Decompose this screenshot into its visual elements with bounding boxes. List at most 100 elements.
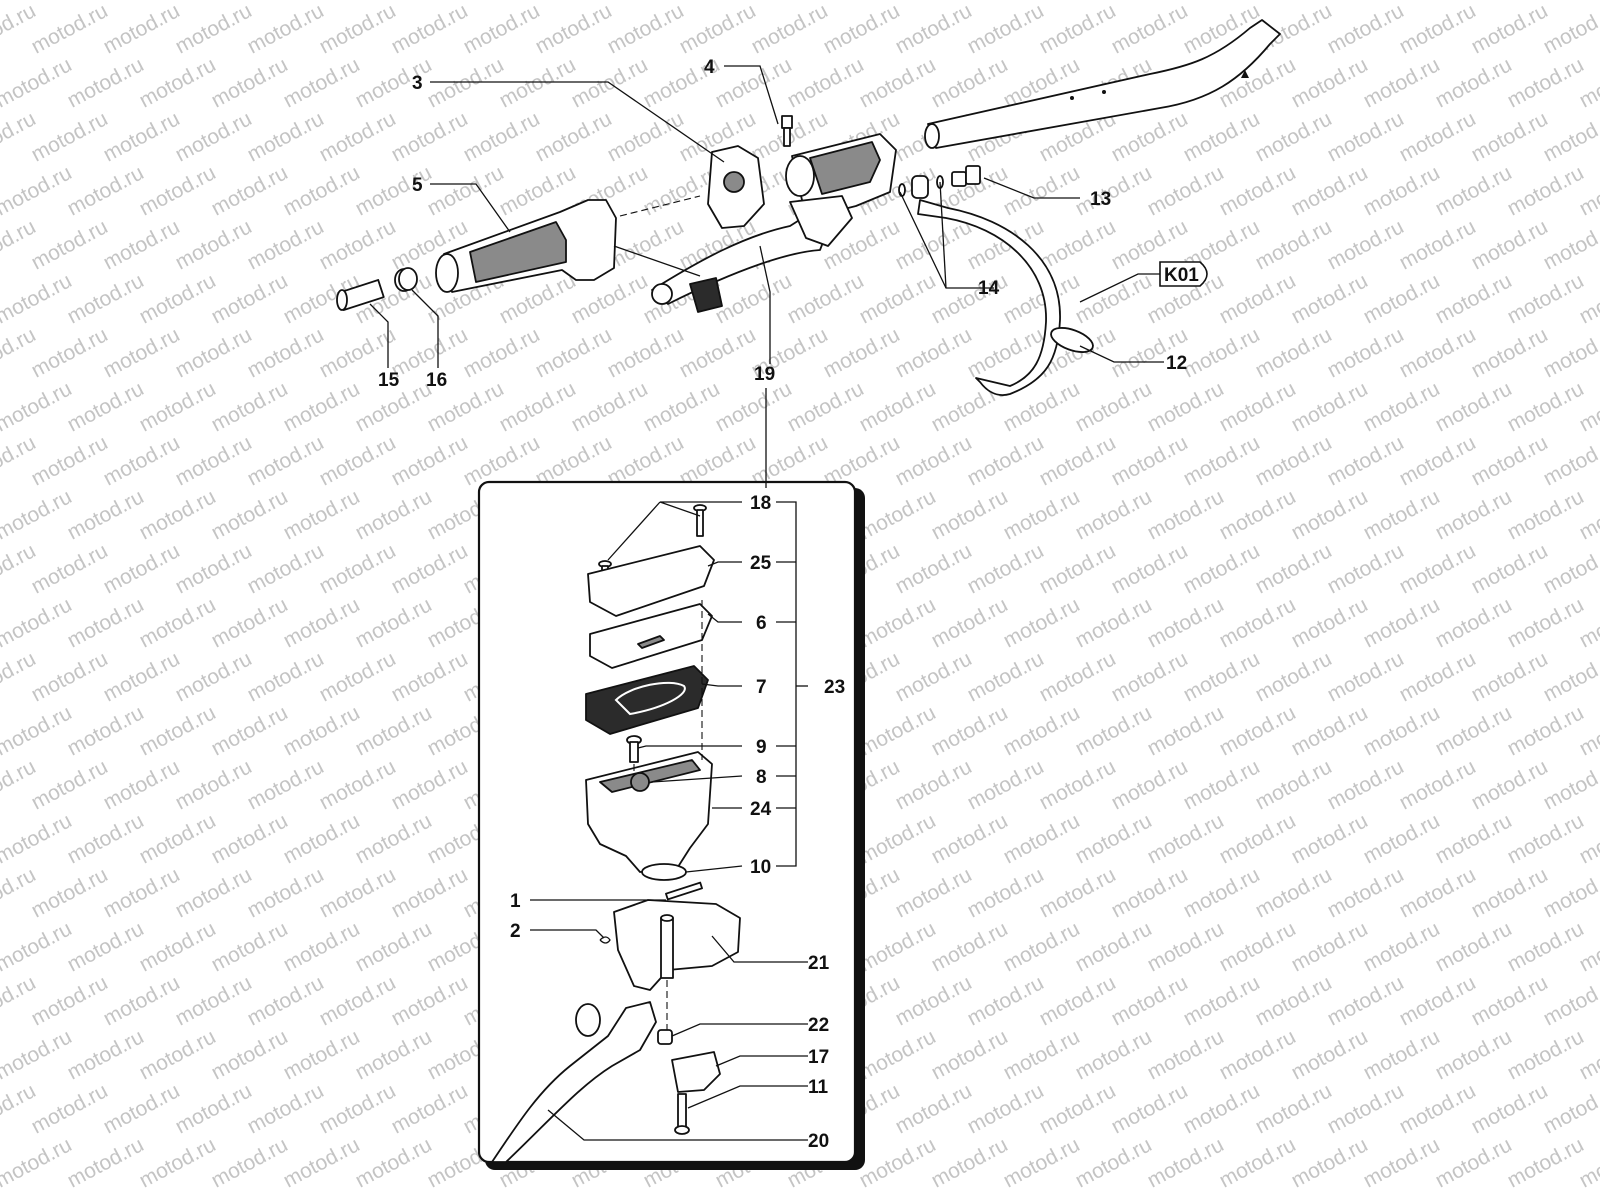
watermark-text: motod.ru — [280, 161, 364, 220]
watermark-text: motod.ru — [1252, 431, 1336, 490]
watermark-text: motod.ru — [352, 809, 436, 868]
grip-end — [435, 253, 459, 293]
watermark-text: motod.ru — [1396, 215, 1480, 274]
watermark-text: motod.ru — [1072, 269, 1156, 328]
plate-slot — [637, 635, 665, 649]
watermark-text: motod.ru — [208, 377, 292, 436]
watermark-text: motod.ru — [1072, 161, 1156, 220]
watermark-text: motod.ru — [1144, 485, 1228, 544]
brake-hose — [917, 199, 1061, 396]
grip-texture — [469, 221, 567, 283]
watermark-text: motod.ru — [28, 647, 112, 706]
watermark-text: motod.ru — [1360, 917, 1444, 976]
watermark-text: motod.ru — [460, 323, 544, 382]
watermark-text: motod.ru — [1504, 917, 1588, 976]
watermark-text: motod.ru — [856, 53, 940, 112]
watermark-text: motod.ru — [1540, 755, 1600, 814]
reference-tag-label: K01 — [1164, 265, 1199, 286]
watermark-text: motod.ru — [64, 53, 148, 112]
watermark-text: motod.ru — [532, 107, 616, 166]
watermark-text: motod.ru — [1252, 215, 1336, 274]
watermark-text: motod.ru — [928, 0, 1012, 4]
watermark-text: motod.ru — [1468, 647, 1552, 706]
callout-7: 7 — [756, 677, 767, 698]
watermark-text: motod.ru — [1324, 971, 1408, 1030]
watermark-text: motod.ru — [1180, 647, 1264, 706]
watermark-text: motod.ru — [280, 809, 364, 868]
watermark-text: motod.ru — [208, 161, 292, 220]
watermark-text: motod.ru — [892, 971, 976, 1030]
watermark-text: motod.ru — [964, 971, 1048, 1030]
callout-17: 17 — [808, 1047, 829, 1068]
watermark-text: motod.ru — [784, 269, 868, 328]
watermark-text: motod.ru — [136, 809, 220, 868]
watermark-text: motod.ru — [136, 0, 220, 4]
watermark-text: motod.ru — [856, 701, 940, 760]
watermark-text: motod.ru — [424, 53, 508, 112]
watermark-text: motod.ru — [1324, 323, 1408, 382]
watermark-text: motod.ru — [1360, 1133, 1444, 1192]
watermark-text: motod.ru — [100, 647, 184, 706]
watermark-text: motod.ru — [1540, 107, 1600, 166]
leader-lines — [369, 65, 1164, 1141]
watermark-text: motod.ru — [964, 539, 1048, 598]
watermark-text: motod.ru — [0, 1133, 76, 1192]
callout-1: 1 — [510, 891, 521, 912]
bolt-4 — [781, 115, 793, 147]
callout-3: 3 — [412, 73, 423, 94]
watermark-text: motod.ru — [280, 485, 364, 544]
watermark-text: motod.ru — [316, 647, 400, 706]
watermark-text: motod.ru — [100, 107, 184, 166]
watermark-text: motod.ru — [892, 431, 976, 490]
watermark-text: motod.ru — [1000, 917, 1084, 976]
watermark-text: motod.ru — [1468, 431, 1552, 490]
watermark-text: motod.ru — [1144, 593, 1228, 652]
callout-14: 14 — [978, 278, 1000, 299]
watermark-text: motod.ru — [28, 107, 112, 166]
watermark-text: motod.ru — [1504, 809, 1588, 868]
watermark-text: motod.ru — [964, 431, 1048, 490]
watermark-text: motod.ru — [856, 269, 940, 328]
watermark-text: motod.ru — [388, 107, 472, 166]
brake-switch — [671, 1051, 721, 1093]
watermark-text: motod.ru — [28, 755, 112, 814]
watermark-text: motod.ru — [1036, 215, 1120, 274]
callout-12: 12 — [1166, 353, 1187, 374]
watermark-text: motod.ru — [532, 0, 616, 58]
watermark-text: motod.ru — [1072, 809, 1156, 868]
callout-2: 2 — [510, 921, 521, 942]
watermark-text: motod.ru — [856, 0, 940, 4]
reservoir-plug — [630, 772, 650, 792]
watermark-text: motod.ru — [352, 1133, 436, 1192]
watermark-text: motod.ru — [1540, 323, 1600, 382]
watermark-text: motod.ru — [1036, 0, 1120, 58]
watermark-text: motod.ru — [1180, 431, 1264, 490]
watermark-text: motod.ru — [1324, 539, 1408, 598]
watermark-text: motod.ru — [964, 755, 1048, 814]
watermark-text: motod.ru — [1144, 1025, 1228, 1084]
watermark-text: motod.ru — [712, 0, 796, 4]
watermark-text: motod.ru — [1396, 0, 1480, 58]
watermark-text: motod.ru — [1324, 755, 1408, 814]
watermark-text: motod.ru — [1288, 161, 1372, 220]
watermark-text: motod.ru — [172, 755, 256, 814]
watermark-text: motod.ru — [1180, 863, 1264, 922]
watermark-text: motod.ru — [244, 863, 328, 922]
gasket-ridge — [614, 681, 686, 716]
watermark-text: motod.ru — [388, 539, 472, 598]
watermark-text: motod.ru — [1072, 377, 1156, 436]
watermark-text: motod.ru — [64, 485, 148, 544]
watermark-text: motod.ru — [784, 377, 868, 436]
watermark-text: motod.ru — [1504, 593, 1588, 652]
watermark-text: motod.ru — [352, 701, 436, 760]
callout-21: 21 — [808, 953, 830, 974]
watermark-text: motod.ru — [388, 431, 472, 490]
watermark-text: motod.ru — [136, 377, 220, 436]
watermark-text: motod.ru — [1216, 485, 1300, 544]
piston-rod — [660, 917, 674, 979]
watermark-text: motod.ru — [100, 539, 184, 598]
watermark-text: motod.ru — [172, 431, 256, 490]
watermark-text: motod.ru — [1396, 863, 1480, 922]
callout-25: 25 — [750, 553, 772, 574]
watermark-text: motod.ru — [892, 647, 976, 706]
